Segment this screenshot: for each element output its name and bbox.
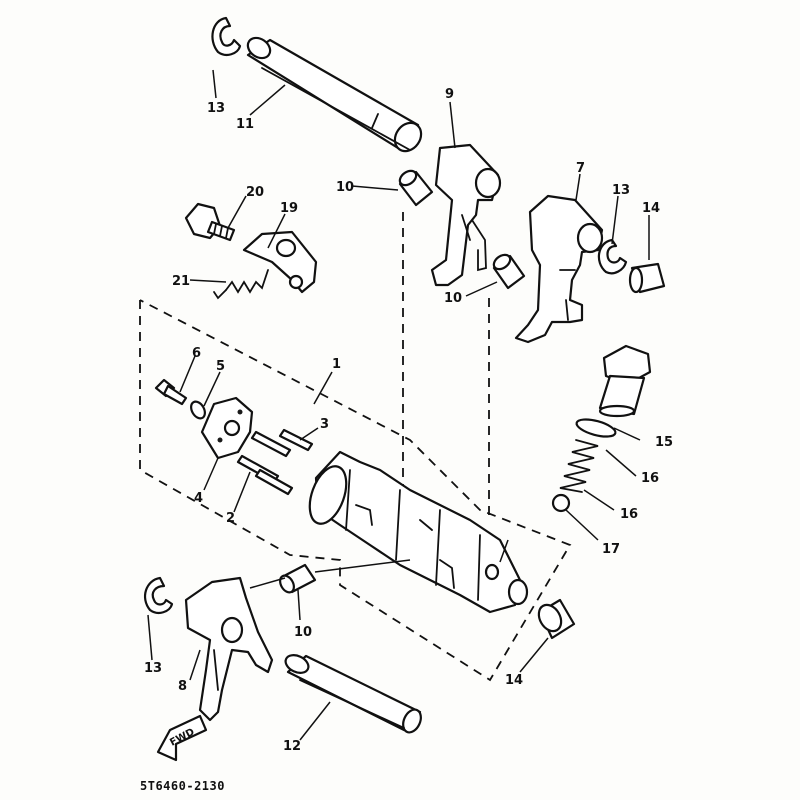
part-13-circlip-right xyxy=(597,238,628,275)
part-3-pins xyxy=(250,428,314,458)
fwd-arrow-icon: FWD xyxy=(156,714,208,762)
callout-7: 7 xyxy=(576,161,585,176)
part-16-spring xyxy=(559,439,599,493)
callout-13-bottom: 13 xyxy=(144,661,162,676)
part-8-shift-fork xyxy=(184,576,274,722)
part-6-bolt xyxy=(154,378,188,406)
fork-guide-line xyxy=(249,577,286,589)
callout-20: 20 xyxy=(246,185,264,200)
callout-15: 15 xyxy=(655,435,673,450)
callout-11: 11 xyxy=(236,117,254,132)
part-13-circlip-bottom xyxy=(143,576,174,614)
part-1-shift-drum xyxy=(308,450,529,614)
part-7-shift-fork xyxy=(514,194,604,344)
callout-19: 19 xyxy=(280,201,298,216)
callout-12: 12 xyxy=(283,739,301,754)
callout-10-mid: 10 xyxy=(444,291,462,306)
part-14-collar-bottom xyxy=(537,598,576,640)
callout-6: 6 xyxy=(192,346,201,361)
callout-13-right: 13 xyxy=(612,183,630,198)
part-10-dowel-mid xyxy=(492,253,526,290)
callout-1: 1 xyxy=(332,357,341,372)
part-4-segment xyxy=(200,396,254,460)
callout-13-top: 13 xyxy=(207,101,225,116)
callout-2: 2 xyxy=(226,511,235,526)
callout-8: 8 xyxy=(178,679,187,694)
callout-10-top: 10 xyxy=(336,180,354,195)
callout-21: 21 xyxy=(172,274,190,289)
part-13-circlip-top xyxy=(211,16,242,56)
assembly-boundary xyxy=(139,299,572,682)
part-10-dowel-bottom xyxy=(279,563,317,594)
part-15-plug xyxy=(598,344,652,418)
callout-14-top: 14 xyxy=(642,201,660,216)
part-11-shaft xyxy=(246,36,423,153)
part-14-collar-top xyxy=(628,262,666,294)
part-19-stopper-lever xyxy=(242,230,318,294)
part-16-washer xyxy=(575,418,617,438)
callout-17: 17 xyxy=(602,542,620,557)
callout-14-bottom: 14 xyxy=(505,673,523,688)
callout-3: 3 xyxy=(320,417,329,432)
part-17-ball xyxy=(551,493,571,513)
part-12-shaft xyxy=(284,654,422,734)
callout-4: 4 xyxy=(194,491,203,506)
dowel-guide-line-3 xyxy=(314,559,411,573)
callout-10-bottom: 10 xyxy=(294,625,312,640)
part-5-washer xyxy=(190,400,206,420)
part-10-dowel-top xyxy=(398,169,434,207)
part-2-pins xyxy=(236,454,294,496)
part-9-shift-fork xyxy=(430,143,502,287)
callout-16-lower: 16 xyxy=(620,507,638,522)
callout-5: 5 xyxy=(216,359,225,374)
drawing-code: 5T6460-2130 xyxy=(140,779,225,793)
part-20-bolt xyxy=(184,202,236,242)
callout-9: 9 xyxy=(445,87,454,102)
part-21-spring xyxy=(213,269,269,300)
callout-16-upper: 16 xyxy=(641,471,659,486)
